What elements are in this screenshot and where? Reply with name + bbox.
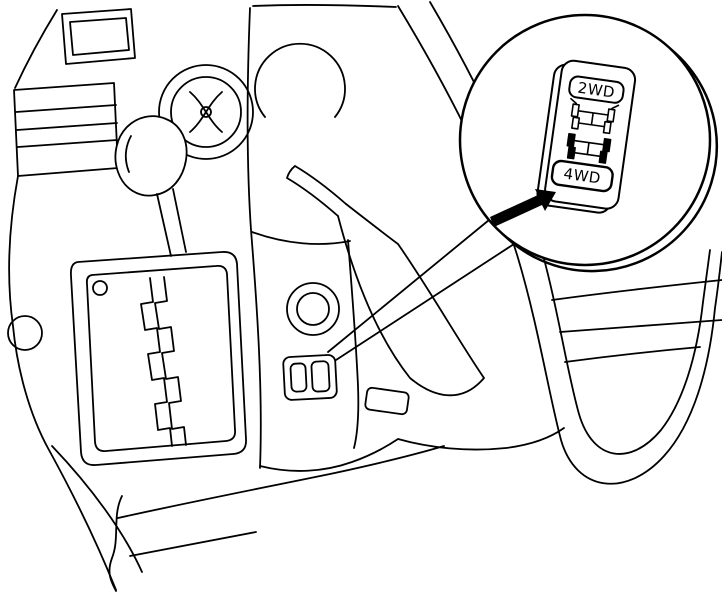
shift-gate-inner bbox=[85, 265, 236, 452]
callout-leader-lines bbox=[327, 219, 515, 361]
dash-behind-wheel-lines bbox=[551, 279, 722, 363]
drivetrain-4wd-icon bbox=[566, 132, 612, 164]
air-vent-swirl bbox=[189, 91, 223, 133]
air-vent-left-inner bbox=[69, 17, 130, 56]
air-vent-round-inner bbox=[170, 76, 242, 148]
lower-dash-contours bbox=[108, 427, 565, 592]
callout: 2WD 4WD bbox=[327, 13, 719, 361]
dash-knob-left bbox=[7, 315, 43, 351]
steering-column bbox=[337, 203, 485, 397]
drivetrain-2wd-axles bbox=[577, 110, 609, 128]
4wd-switch-left bbox=[289, 362, 308, 393]
console-edges bbox=[246, 7, 360, 469]
dashboard-drawing bbox=[7, 1, 722, 592]
switch-closeup: 2WD 4WD bbox=[536, 59, 637, 214]
drivetrain-2wd-icon bbox=[570, 97, 620, 135]
drivetrain-4wd-axles bbox=[573, 139, 605, 158]
air-vent-hub bbox=[200, 106, 212, 118]
drivetrain-2wd-wheels bbox=[570, 103, 616, 135]
gear-shifter-knob bbox=[114, 115, 188, 197]
ignition-button-inner bbox=[296, 292, 330, 326]
switch-4wd-box bbox=[550, 159, 614, 193]
shift-gate-outer bbox=[69, 251, 247, 466]
knee-panel-detail bbox=[364, 386, 410, 416]
switch-2wd-label: 2WD bbox=[577, 79, 617, 102]
shift-lock-button bbox=[92, 280, 108, 296]
switch-4wd-label: 4WD bbox=[562, 165, 602, 188]
shift-gate-slot bbox=[140, 276, 187, 447]
air-vent-round bbox=[158, 64, 254, 160]
drivetrain-4wd-wheels bbox=[566, 132, 612, 164]
wiper-stalk bbox=[286, 165, 347, 217]
4wd-switch-panel bbox=[282, 354, 338, 401]
gear-shifter-knob-highlight bbox=[124, 135, 132, 173]
press-arrow-icon bbox=[490, 189, 556, 227]
radio-slats bbox=[15, 104, 118, 148]
gear-shifter-lever bbox=[156, 188, 187, 257]
ignition-button-outer bbox=[286, 282, 340, 336]
air-vent-left bbox=[61, 8, 136, 65]
air-vent-upper-arc bbox=[254, 42, 346, 118]
switch-2wd-box bbox=[568, 75, 625, 104]
callout-shadow-arc bbox=[499, 40, 719, 273]
dash-contour-line bbox=[8, 9, 143, 591]
4wd-switch-right bbox=[310, 360, 331, 393]
drivetrain-2wd-arrows bbox=[570, 97, 620, 110]
dash-top-edge bbox=[252, 4, 397, 8]
